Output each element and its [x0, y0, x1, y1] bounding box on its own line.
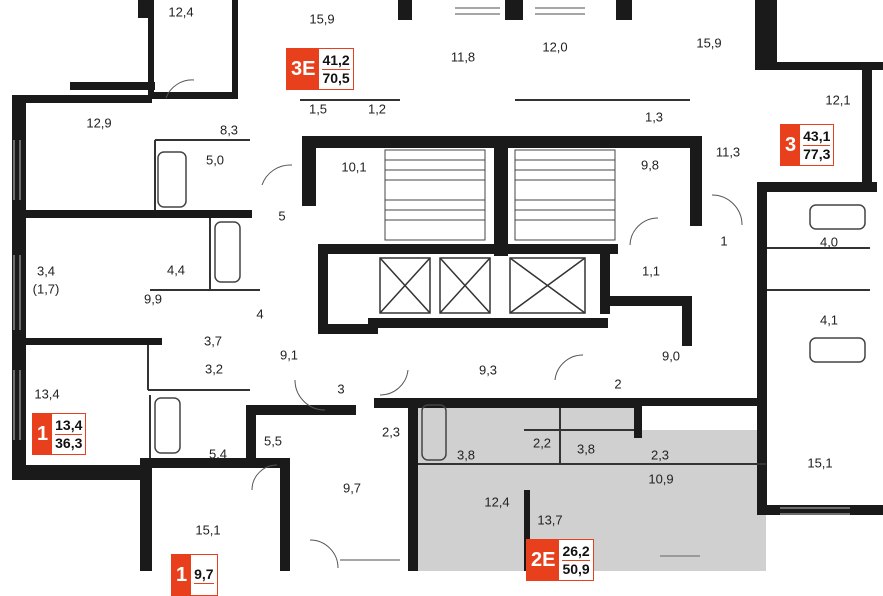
room-area: 15,1	[807, 455, 833, 471]
room-area: 2,3	[650, 447, 670, 463]
room-area: 10,1	[341, 159, 367, 175]
floor-plan	[12, 0, 883, 571]
room-area: 1,1	[641, 263, 661, 279]
room-area: 15,9	[309, 11, 335, 27]
room-area: 3	[337, 381, 345, 397]
room-area: 5,0	[205, 152, 225, 168]
living-area: 13,4	[55, 416, 83, 433]
room-area: 3,8	[456, 447, 476, 463]
room-area: 5,4	[208, 446, 228, 462]
door-swings	[165, 79, 743, 569]
room-area: 15,9	[696, 35, 722, 51]
room-area: 1,3	[644, 109, 664, 125]
room-area: 4	[256, 306, 264, 322]
room-area: 3,8	[576, 441, 596, 457]
living-area: 41,2	[322, 51, 350, 68]
room-area: 4,4	[166, 262, 186, 278]
room-area: 3,4	[36, 263, 56, 279]
apartment-type: 1	[33, 414, 53, 454]
apartment-2e-highlight-right[interactable]	[636, 430, 766, 571]
living-area: 9,7	[194, 566, 214, 582]
total-area: 36,3	[55, 433, 83, 451]
room-area: 9,7	[342, 480, 362, 496]
room-area: 15,1	[195, 522, 221, 538]
room-area: 2	[614, 376, 622, 392]
room-area: 11,3	[715, 144, 741, 160]
apartment-type: 3	[781, 125, 801, 165]
total-area	[194, 583, 214, 584]
room-area: 11,8	[450, 49, 476, 65]
room-area: 13,4	[34, 386, 60, 402]
room-area: 3,2	[204, 361, 224, 377]
room-area: 12,9	[86, 115, 112, 131]
room-area: 13,7	[537, 512, 563, 528]
apartment-type: 1	[172, 555, 192, 595]
apartment-type: 2E	[527, 540, 560, 580]
room-area: 1,5	[308, 101, 328, 117]
room-area: 8,3	[219, 122, 239, 138]
apartment-tag-1b[interactable]: 1 9,7	[171, 554, 218, 596]
room-area: 4,0	[819, 234, 839, 250]
room-area: 12,4	[168, 4, 194, 20]
bathtubs	[154, 151, 866, 461]
room-area: 12,1	[825, 92, 851, 108]
room-area: 1,2	[367, 101, 387, 117]
living-area: 43,1	[803, 127, 831, 144]
room-area: 12,0	[542, 39, 568, 55]
apartment-type: 3E	[287, 49, 320, 89]
total-area: 50,9	[562, 559, 590, 577]
partitions	[147, 99, 870, 465]
room-area: (1,7)	[32, 281, 60, 297]
room-area: 5,5	[263, 433, 283, 449]
room-area: 9,0	[661, 348, 681, 364]
room-area: 1	[720, 233, 728, 249]
room-area: 9,9	[143, 291, 163, 307]
walls	[12, 0, 883, 571]
room-area: 2,2	[532, 435, 552, 451]
room-area: 2,3	[381, 424, 401, 440]
elevators	[379, 257, 586, 314]
room-area: 5	[278, 208, 286, 224]
windows	[13, 7, 850, 561]
room-area: 3,7	[203, 333, 223, 349]
stairs	[384, 149, 616, 241]
room-area: 9,1	[279, 347, 299, 363]
room-area: 10,9	[648, 471, 674, 487]
room-area: 9,3	[478, 362, 498, 378]
room-area: 12,4	[484, 494, 510, 510]
living-area: 26,2	[562, 542, 590, 559]
total-area: 70,5	[322, 68, 350, 86]
room-area: 4,1	[819, 312, 839, 328]
room-area: 9,8	[640, 157, 660, 173]
total-area: 77,3	[803, 144, 831, 162]
